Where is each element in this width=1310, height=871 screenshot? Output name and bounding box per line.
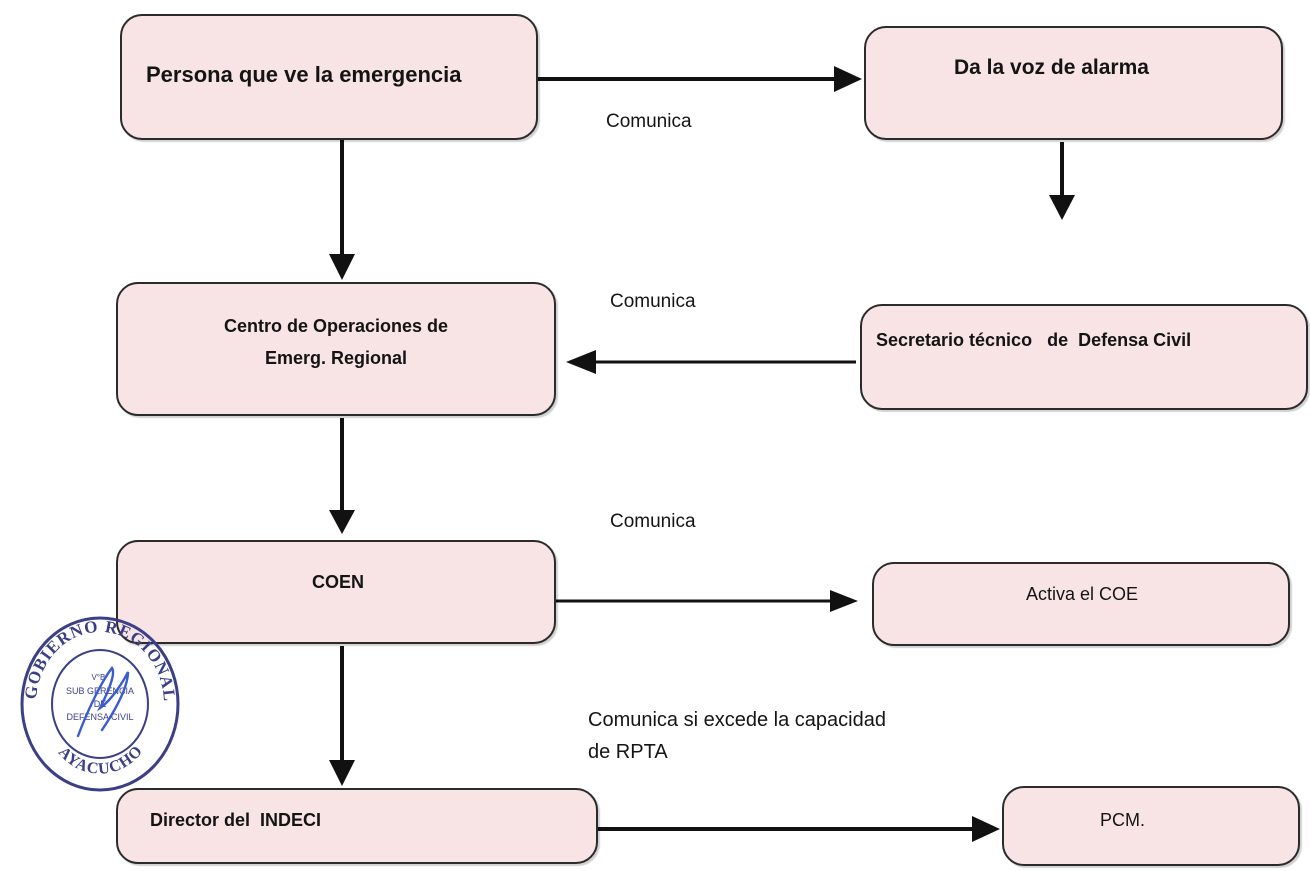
edge-label-comunica-3: Comunica — [610, 511, 696, 532]
node-activa-label: Activa el COE — [1026, 584, 1139, 604]
node-centro: Centro de Operaciones de Emerg. Regional — [116, 282, 556, 416]
svg-text:DE: DE — [94, 699, 107, 709]
edge-coen-to-activa — [556, 590, 858, 612]
edge-secretario-to-centro — [566, 350, 856, 374]
node-alarma-label: Da la voz de alarma — [954, 56, 1149, 79]
svg-text:V°B°: V°B° — [91, 673, 108, 682]
seal-stamp: GOBIERNO REGIONAL AYACUCHO V°B° SUB GERE… — [20, 616, 180, 792]
edge-alarma-to-secretario — [1049, 142, 1075, 220]
svg-text:DEFENSA CIVIL: DEFENSA CIVIL — [66, 712, 133, 722]
node-persona: Persona que ve la emergencia — [120, 14, 538, 140]
node-coen-label: COEN — [312, 572, 365, 592]
edge-persona-to-centro — [329, 140, 355, 280]
edge-label-comunica-4: Comunica si excede la capacidad de RPTA — [588, 709, 886, 763]
edge-label-comunica-2: Comunica — [610, 291, 696, 312]
edge-coen-to-director — [329, 646, 355, 786]
node-coen: COEN — [116, 540, 556, 644]
edge-persona-to-alarma — [538, 66, 862, 92]
node-director: Director del INDECI — [116, 788, 598, 864]
node-centro-label: Centro de Operaciones de Emerg. Regional — [223, 316, 449, 368]
svg-text:SUB GERENCIA: SUB GERENCIA — [66, 686, 134, 696]
node-pcm-label: PCM. — [1100, 810, 1145, 830]
svg-text:AYACUCHO: AYACUCHO — [55, 742, 147, 778]
edge-director-to-pcm — [598, 816, 1000, 842]
node-pcm: PCM. — [1002, 786, 1300, 866]
edge-centro-to-coen — [329, 418, 355, 534]
node-persona-label: Persona que ve la emergencia — [146, 62, 462, 87]
edge-label-comunica-1: Comunica — [606, 111, 692, 132]
node-director-label: Director del INDECI — [150, 810, 322, 830]
node-secretario: Secretario técnico de Defensa Civil — [860, 304, 1308, 410]
node-alarma: Da la voz de alarma — [864, 26, 1283, 140]
node-secretario-label: Secretario técnico de Defensa Civil — [876, 330, 1192, 350]
node-activa: Activa el COE — [872, 562, 1290, 646]
